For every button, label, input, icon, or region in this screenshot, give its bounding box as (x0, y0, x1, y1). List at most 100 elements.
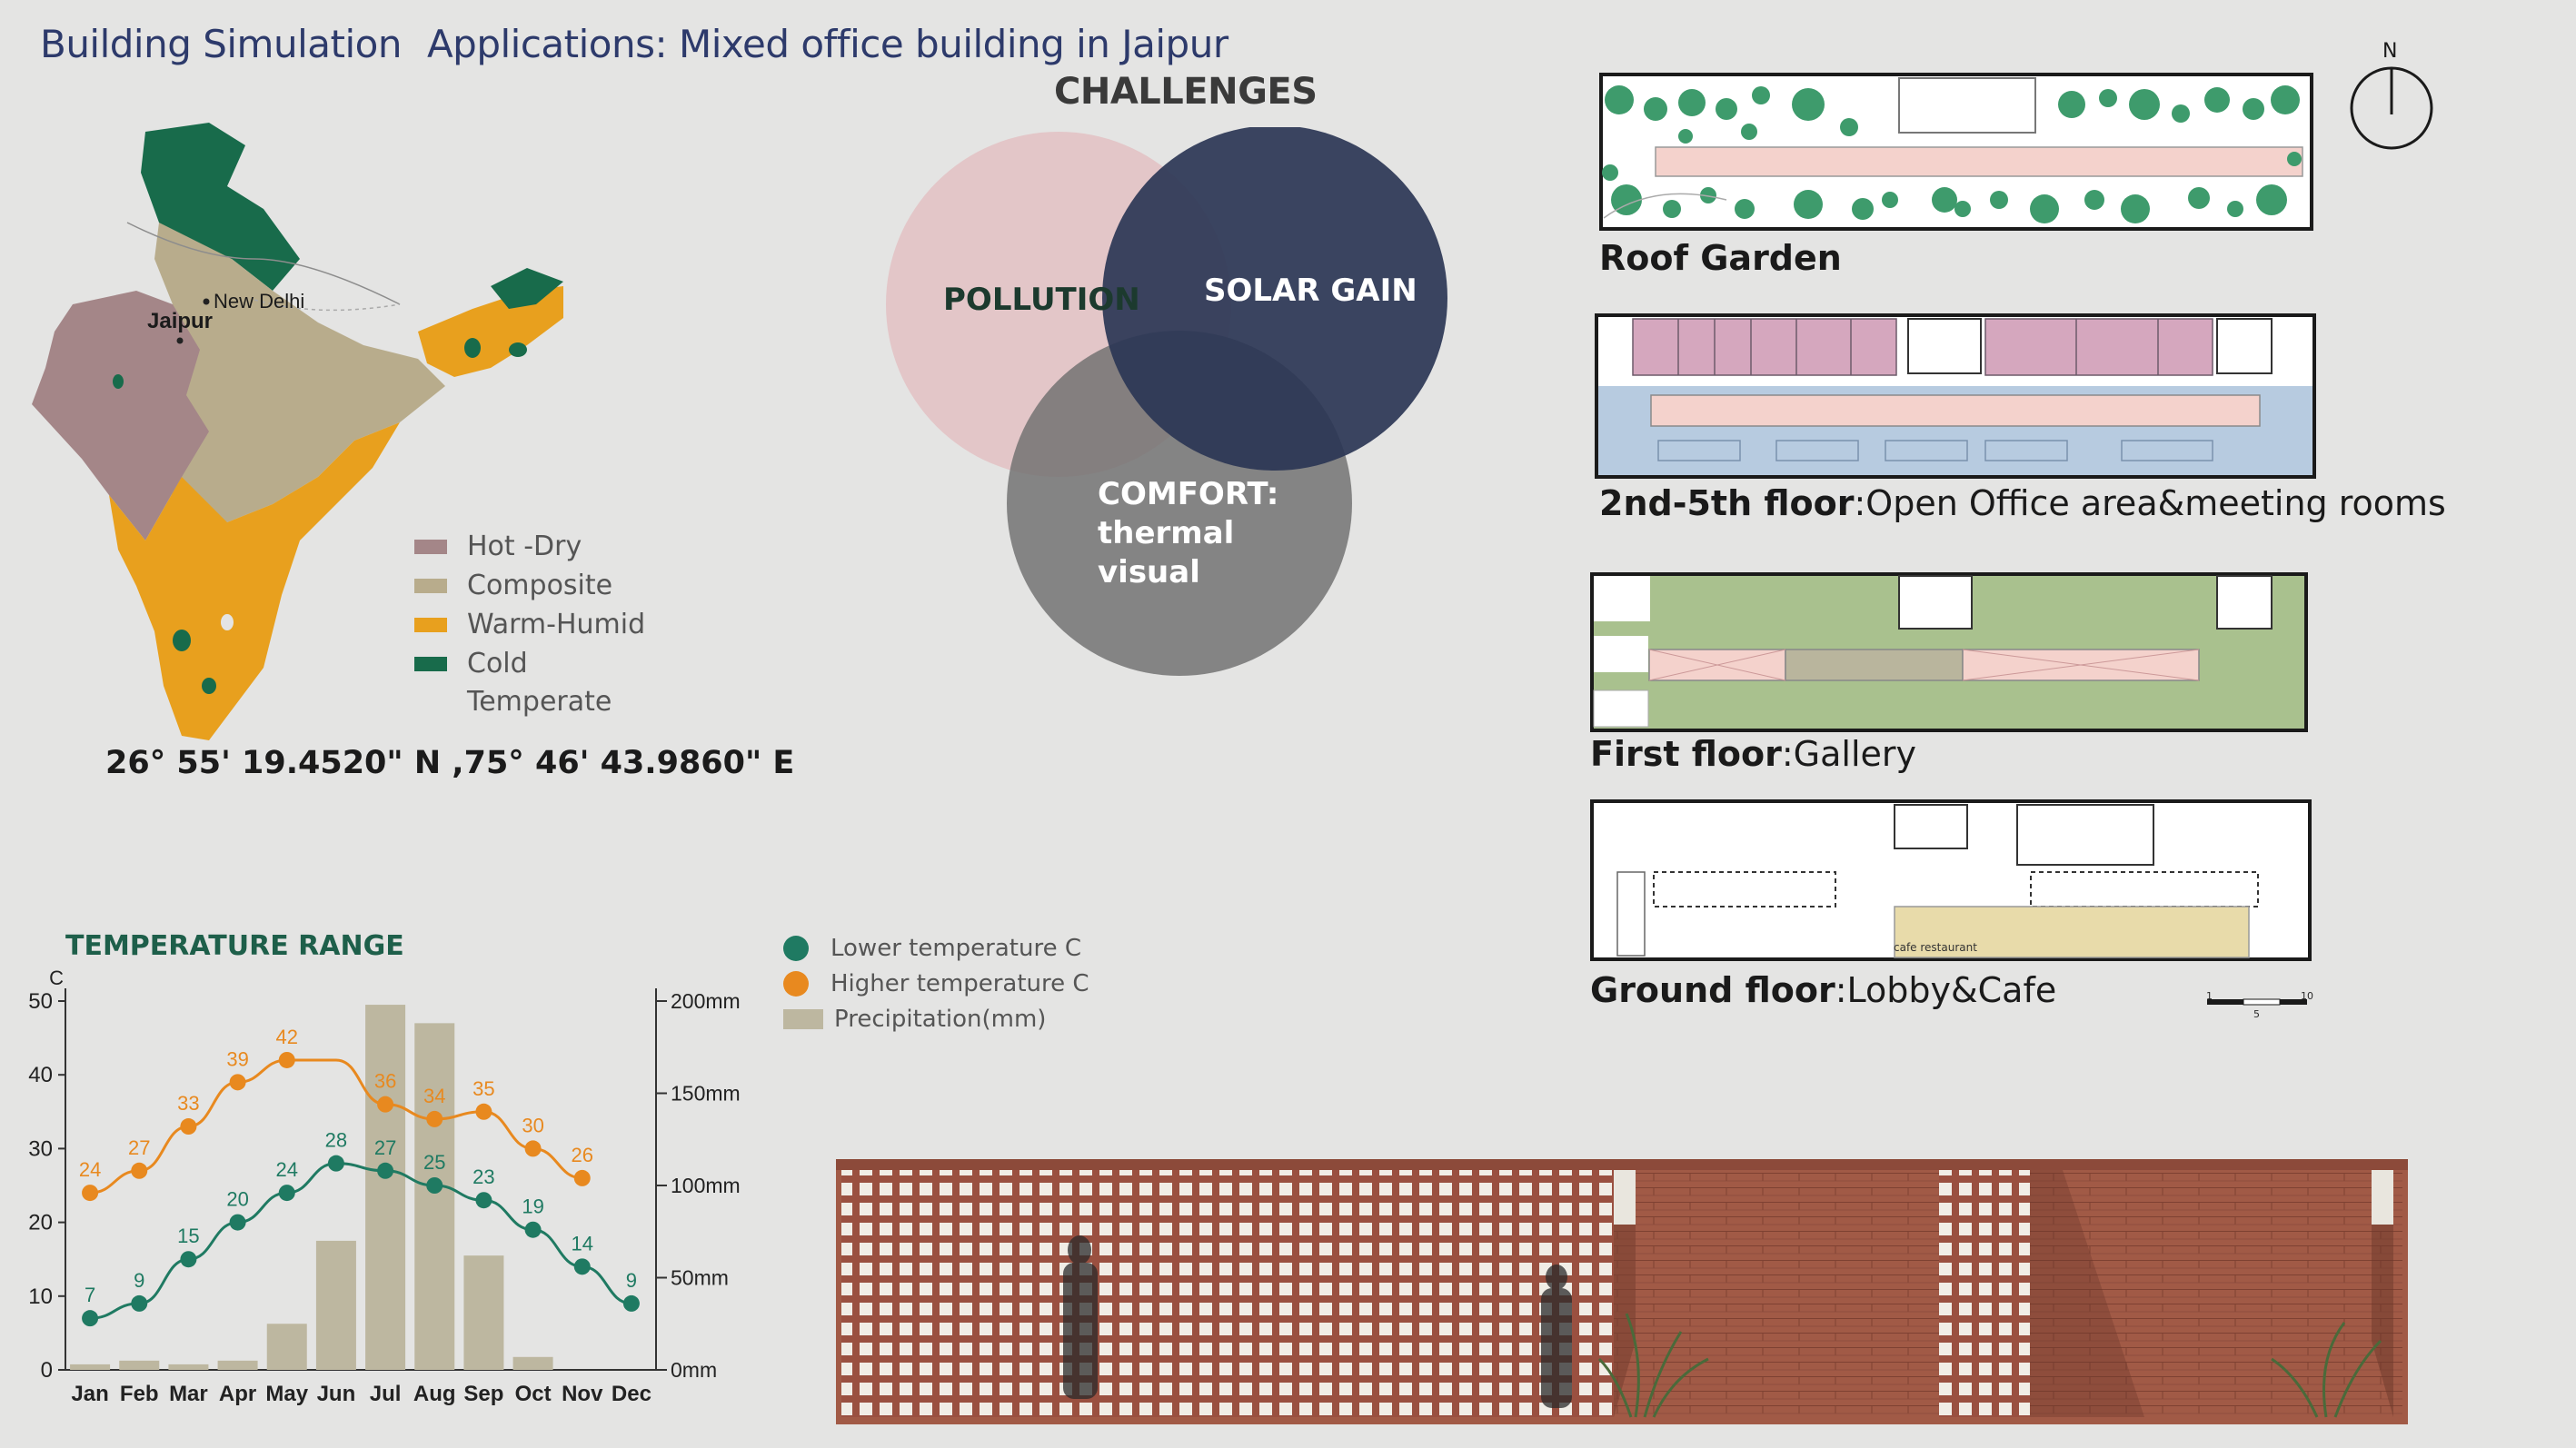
compass-north-label: N (2382, 40, 2398, 63)
jali-screen-middle (1939, 1170, 2030, 1417)
india-climate-map: New Delhi Jaipur (32, 123, 563, 740)
map-label-new-delhi: New Delhi (214, 290, 304, 312)
higher-temp-point (475, 1103, 492, 1120)
site-coordinates: 26° 55' 19.4520" N ,75° 46' 43.9860" E (105, 745, 795, 781)
x-tick-label: Oct (515, 1382, 552, 1406)
map-region-cold-north (141, 123, 300, 291)
x-tick-label: Dec (612, 1382, 651, 1406)
legend-item-warm-humid: Warm-Humid (414, 605, 645, 644)
x-tick-label: Apr (219, 1382, 256, 1406)
lower-temp-label: 15 (177, 1225, 199, 1247)
lower-temp-point (278, 1185, 295, 1202)
higher-temp-label: 42 (276, 1026, 298, 1048)
higher-temp-label: 36 (374, 1070, 396, 1093)
climate-legend: Hot -Dry Composite Warm-Humid Cold Tempe… (414, 527, 645, 719)
precipitation-bar (217, 1360, 258, 1370)
scale-bar (2207, 998, 2307, 1006)
lower-temp-label: 23 (472, 1165, 494, 1188)
higher-temp-label: 24 (79, 1158, 101, 1181)
lower-temp-point (475, 1192, 492, 1209)
brick-wall-1 (1614, 1170, 1805, 1417)
chart-title: TEMPERATURE RANGE (65, 930, 404, 962)
y-tick-label: 40 (28, 1063, 53, 1087)
y-tick-label: 50 (28, 989, 53, 1014)
chart-legend: Lower temperature C Higher temperature C… (783, 930, 1089, 1036)
person-silhouette-1 (1063, 1235, 1098, 1399)
jali-screen-left (841, 1170, 1614, 1417)
page-title-part1: Building Simulation (40, 22, 402, 66)
typical-floor-caption: 2nd-5th floor:Open Office area&meeting r… (1599, 483, 2446, 523)
grass-plants (1597, 1313, 2382, 1418)
y2-tick-label: 100mm (671, 1174, 741, 1197)
venn-circle-solar-gain (1102, 127, 1447, 471)
x-tick-label: Jan (71, 1382, 108, 1406)
north-compass-icon (2350, 66, 2433, 150)
x-tick-label: Mar (169, 1382, 208, 1406)
map-region-hot-dry (32, 291, 209, 541)
brick-wall-2 (1805, 1170, 1939, 1417)
x-tick-label: May (265, 1382, 308, 1406)
higher-temp-label: 27 (128, 1136, 150, 1159)
scale-label-1: 1 (2206, 990, 2213, 1002)
higher-temp-label: 26 (572, 1144, 593, 1166)
scale-label-10: 10 (2301, 990, 2313, 1002)
higher-temp-point (377, 1096, 394, 1113)
higher-temp-point (573, 1169, 591, 1186)
higher-temp-point (131, 1162, 148, 1179)
precipitation-bar (119, 1360, 160, 1370)
first-floor-caption: First floor:Gallery (1590, 734, 1916, 774)
higher-temp-point (180, 1118, 197, 1136)
lower-temp-point (82, 1310, 99, 1327)
legend-precipitation: Precipitation(mm) (783, 1001, 1089, 1036)
challenges-title: CHALLENGES (1054, 71, 1318, 113)
precipitation-bar (266, 1324, 307, 1370)
venn-label-solar-gain: SOLAR GAIN (1204, 273, 1417, 309)
x-tick-label: Jun (317, 1382, 356, 1406)
legend-higher-temp: Higher temperature C (783, 966, 1089, 1001)
lower-temp-label: 24 (276, 1158, 298, 1181)
lower-temp-label: 25 (423, 1151, 445, 1174)
y-tick-label: 30 (28, 1136, 53, 1161)
lower-temp-label: 19 (522, 1195, 543, 1218)
higher-temp-point (82, 1185, 99, 1202)
higher-temp-point (426, 1110, 443, 1127)
lower-temp-line (90, 1162, 632, 1320)
legend-item-temperate: Temperate (467, 685, 612, 718)
x-tick-label: Feb (120, 1382, 159, 1406)
venn-label-pollution: POLLUTION (943, 282, 1140, 318)
page-title-part2: Applications: Mixed office building in J… (426, 22, 1228, 66)
lower-temp-point (426, 1177, 443, 1194)
map-label-jaipur: Jaipur (147, 309, 213, 333)
lower-temp-point (229, 1214, 246, 1231)
y-tick-label: 20 (28, 1211, 53, 1235)
higher-temp-label: 33 (177, 1092, 199, 1115)
higher-temp-label: 30 (522, 1114, 543, 1136)
y2-tick-label: 50mm (671, 1266, 729, 1290)
lower-temp-label: 9 (134, 1269, 144, 1292)
y-tick-label: 10 (28, 1284, 53, 1309)
precipitation-bar (463, 1255, 504, 1370)
lower-temp-point (377, 1162, 394, 1179)
precipitation-bar (365, 1005, 406, 1370)
person-silhouette-2 (1541, 1265, 1572, 1408)
brick-wall-3 (2030, 1170, 2402, 1417)
precipitation-bar (70, 1364, 111, 1370)
lower-temp-point (131, 1294, 148, 1312)
y2-tick-label: 150mm (671, 1082, 741, 1106)
lower-temp-label: 28 (325, 1129, 347, 1152)
precipitation-bar (414, 1023, 455, 1370)
lower-temp-label: 27 (374, 1136, 396, 1159)
x-tick-label: Jul (370, 1382, 402, 1406)
y-tick-label: 0 (41, 1358, 53, 1383)
roof-garden-caption: Roof Garden (1599, 238, 1842, 278)
venn-label-comfort: COMFORT: thermal visual (1098, 476, 1279, 590)
legend-lower-temp: Lower temperature C (783, 930, 1089, 966)
higher-temp-point (278, 1051, 295, 1068)
cafe-restaurant-label: cafe restaurant (1894, 941, 1977, 954)
ground-floor-caption: Ground floor:Lobby&Cafe (1590, 970, 2057, 1010)
lower-temp-point (622, 1294, 640, 1312)
brick-facade-elevation (836, 1159, 2408, 1424)
challenges-venn-diagram (886, 127, 1447, 676)
roof-garden-plan (1599, 73, 2313, 231)
lower-temp-point (327, 1155, 344, 1172)
